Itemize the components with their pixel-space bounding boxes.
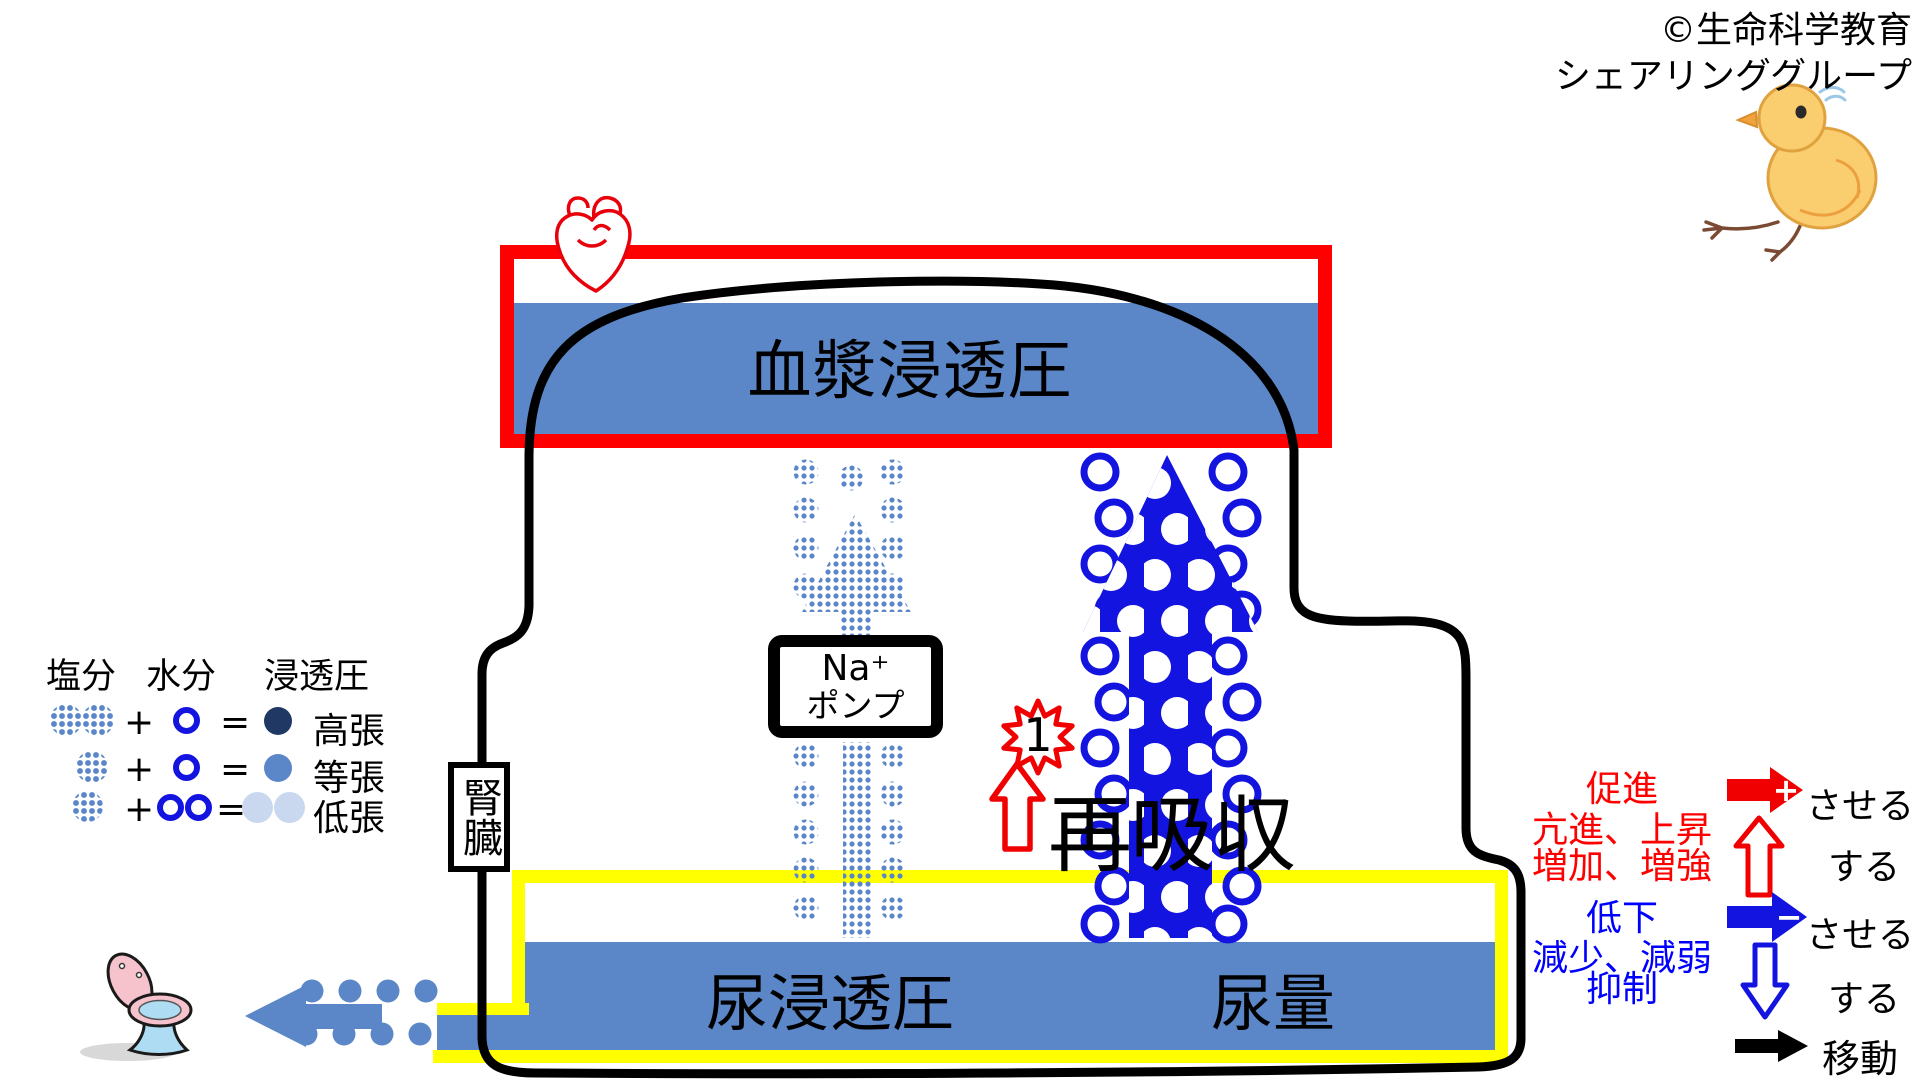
isotonic-label: 等張: [313, 758, 386, 799]
decrease-causative-label: させる: [1806, 915, 1915, 956]
increase-line2: 亢進、上昇: [1531, 810, 1712, 851]
hypotonic-result-icon: [274, 792, 305, 823]
plus-operator: +: [124, 702, 155, 743]
urine-box: [512, 870, 1508, 1063]
minus-sign: −: [1776, 898, 1803, 936]
legend-header-pressure: 浸透圧: [264, 657, 370, 697]
decrease-plain-arrow: [1740, 942, 1790, 1020]
decrease-line2: 減少、減弱: [1531, 938, 1712, 979]
salt-particles-column: [793, 459, 911, 938]
heart-icon: [554, 195, 632, 293]
increase-plain-arrow: [1733, 815, 1785, 898]
water-unit-icon: [173, 707, 200, 734]
decrease-plain-label: する: [1828, 979, 1901, 1020]
increase-causative-label: させる: [1806, 786, 1915, 827]
plasma-osmotic-label: 血漿浸透圧: [747, 335, 1073, 409]
move-label: 移動: [1822, 1037, 1899, 1080]
hypertonic-result-icon: [264, 707, 292, 735]
copyright-line1: ©生命科学教育: [1659, 10, 1912, 51]
water-unit-icon: [185, 794, 212, 821]
toilet-icon: [80, 952, 193, 1061]
hypotonic-label: 低張: [313, 798, 386, 839]
urine-osmotic-label: 尿浸透圧: [705, 967, 954, 1040]
copyright-credit: ©生命科学教育 シェアリンググループ: [1555, 8, 1912, 100]
plasma-blue-band: [514, 303, 1318, 434]
decrease-line3: 抑制: [1585, 969, 1658, 1010]
na-pump-line2: ポンプ: [806, 685, 905, 725]
step-1-starburst: [1001, 698, 1075, 776]
decrease-line1: 低下: [1585, 898, 1658, 939]
decrease-causative-arrow: [1727, 892, 1807, 942]
equals-operator: =: [216, 789, 247, 830]
salt-transport-arrow: [802, 514, 911, 637]
plus-operator: +: [124, 789, 155, 830]
increase-line1: 促進: [1585, 769, 1658, 810]
salt-unit-icon: [50, 704, 82, 736]
copyright-line2: シェアリンググループ: [1554, 56, 1912, 97]
na-pump-box: Na⁺ ポンプ: [768, 635, 943, 738]
na-pump-line1: Na⁺: [821, 647, 890, 689]
urine-outflow-arrow: [245, 979, 438, 1047]
increase-line3: 増加、増強: [1531, 846, 1712, 887]
salt-unit-icon: [82, 704, 114, 736]
legend-header-salt: 塩分: [46, 657, 117, 697]
body-outline: [477, 276, 1526, 1079]
salt-unit-icon: [76, 751, 108, 783]
urine-volume-label: 尿量: [1210, 967, 1335, 1040]
reabsorption-label: 再吸収: [1048, 786, 1296, 884]
urine-blue-band: [525, 942, 1495, 1050]
plus-sign: +: [1773, 771, 1800, 809]
equals-operator: =: [220, 749, 251, 790]
step-number: 1: [1023, 708, 1053, 762]
increase-causative-arrow: [1727, 767, 1803, 813]
legend-header-water: 水分: [146, 657, 217, 697]
water-unit-icon: [173, 754, 200, 781]
kidney-label-box: 腎臓: [448, 762, 510, 872]
salt-flow-strip: [843, 742, 871, 938]
reabsorption-up-arrow: [989, 761, 1046, 852]
move-arrow: [1735, 1030, 1808, 1062]
equals-operator: =: [220, 702, 251, 743]
isotonic-result-icon: [264, 754, 292, 782]
hypertonic-label: 高張: [313, 711, 386, 752]
increase-plain-label: する: [1828, 847, 1901, 888]
kidney-label: 腎臓: [456, 777, 502, 857]
plus-operator: +: [124, 749, 155, 790]
hypotonic-result-icon: [242, 792, 273, 823]
chick-icon: [1702, 83, 1878, 262]
action-legend-arrows: + −: [1727, 767, 1808, 1062]
water-unit-icon: [157, 794, 184, 821]
water-reabsorption-arrow: [1083, 455, 1258, 938]
salt-unit-icon: [72, 791, 103, 822]
